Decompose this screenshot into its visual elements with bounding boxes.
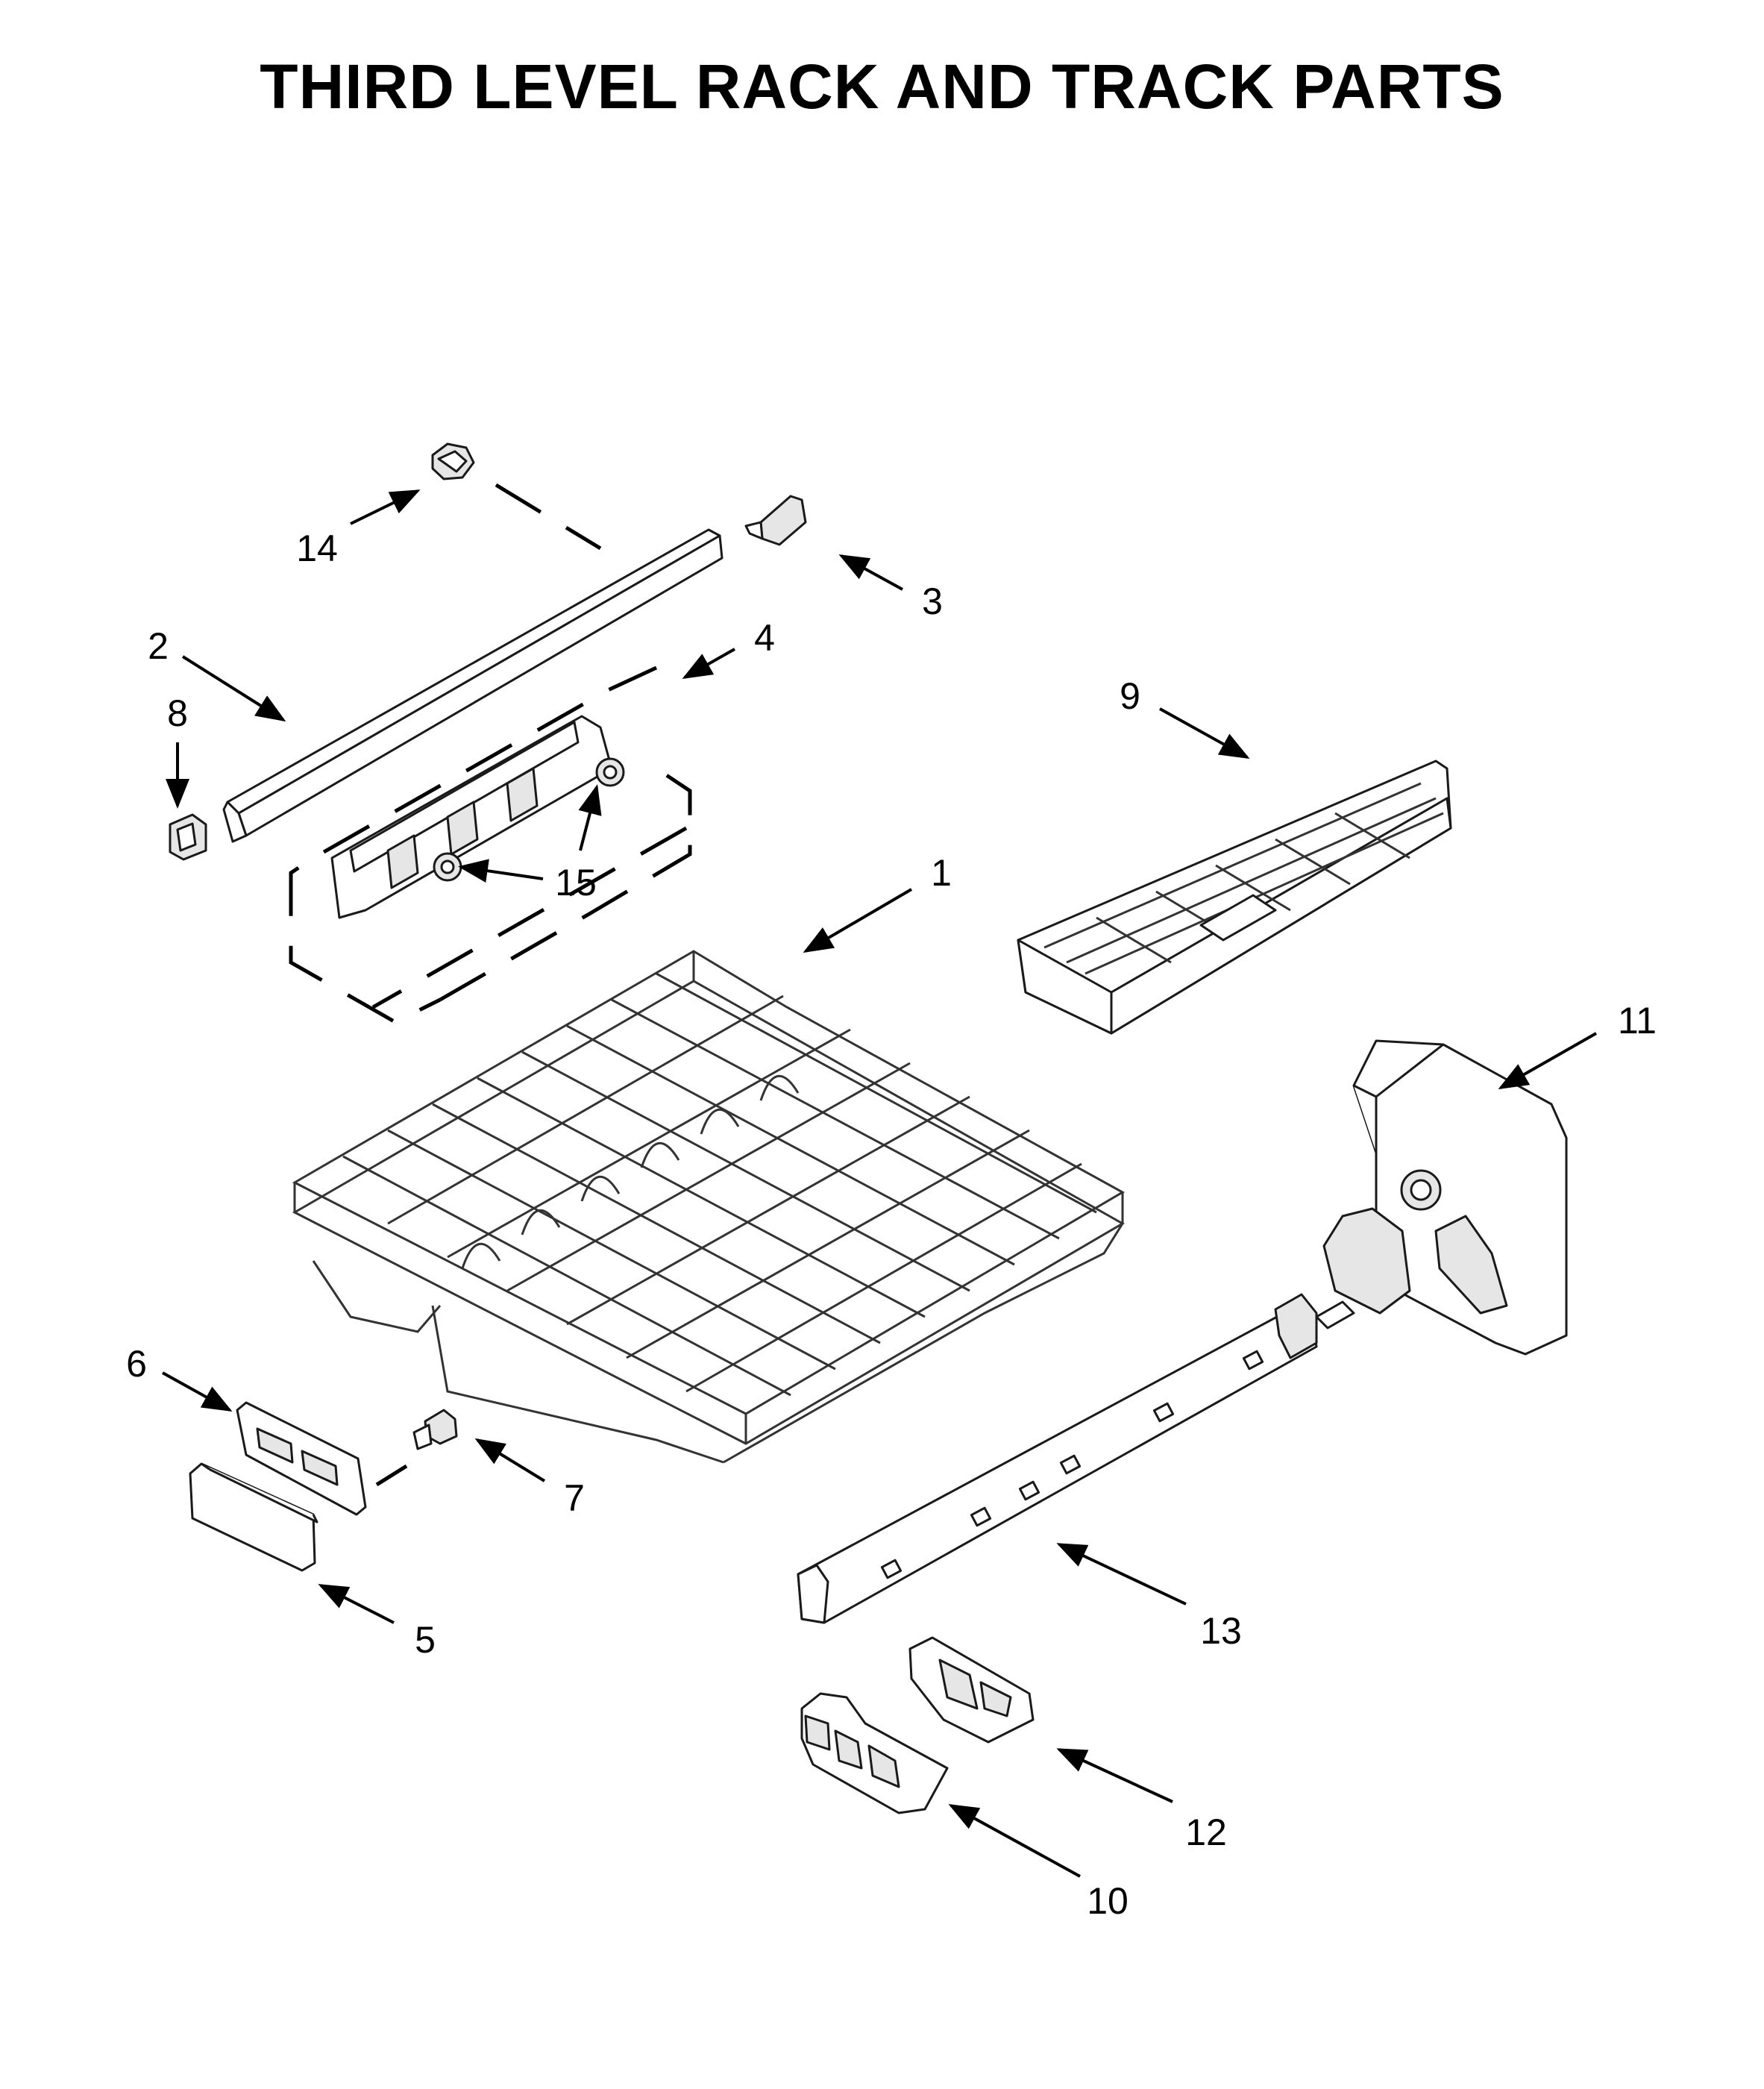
part-6-bracket: [236, 1401, 367, 1516]
arrow-5: [318, 1584, 395, 1624]
callout-14: 14: [296, 527, 338, 569]
arrow-12: [1056, 1748, 1173, 1803]
callout-13: 13: [1200, 1610, 1242, 1652]
callout-3: 3: [922, 580, 943, 622]
part-4-adjuster-bracket: [330, 715, 613, 919]
arrow-15b: [578, 784, 602, 851]
arrow-2: [181, 655, 286, 722]
arrow-1: [803, 888, 913, 953]
part-8-stop-clip: [169, 813, 207, 861]
callout-15: 15: [555, 862, 597, 903]
part-11-manifold-housing: [1315, 1039, 1568, 1356]
arrow-4: [682, 648, 735, 679]
part-12-bracket-clip: [908, 1636, 1035, 1744]
callout-2: 2: [148, 625, 169, 667]
assembly-dash-lines: [289, 483, 692, 1487]
part-10-end-bracket: [800, 1692, 949, 1814]
part-9-silverware-tray: [1017, 760, 1452, 1035]
arrow-11: [1498, 1032, 1597, 1089]
part-14-clip: [431, 442, 475, 480]
part-7-screw: [412, 1409, 458, 1450]
callout-9: 9: [1120, 675, 1140, 717]
part-13-spray-tube: [797, 1293, 1318, 1624]
arrow-7: [474, 1438, 546, 1482]
callout-11: 11: [1618, 1000, 1657, 1042]
callout-1: 1: [931, 852, 952, 894]
part-2-track-rail: [222, 528, 724, 843]
callout-7: 7: [564, 1477, 585, 1519]
arrow-3: [838, 554, 903, 591]
callout-5: 5: [415, 1619, 436, 1661]
arrow-9: [1159, 707, 1250, 759]
arrow-13: [1056, 1543, 1187, 1606]
callout-12: 12: [1185, 1811, 1227, 1853]
callout-6: 6: [126, 1343, 147, 1385]
part-15-wheel: [433, 757, 625, 882]
callout-arrows: [162, 489, 1597, 1878]
page-title: THIRD LEVEL RACK AND TRACK PARTS: [260, 51, 1504, 122]
callout-10: 10: [1087, 1880, 1129, 1922]
arrow-15a: [458, 859, 544, 883]
callout-4: 4: [754, 617, 775, 659]
part-3-end-cap: [744, 495, 807, 546]
callout-8: 8: [167, 692, 188, 734]
arrow-14: [350, 489, 421, 525]
part-5-cover: [189, 1462, 318, 1572]
part-1-wire-rack: [292, 950, 1126, 1464]
arrow-10: [948, 1804, 1081, 1878]
arrow-6: [162, 1371, 233, 1412]
callout-labels: 1 2 3 4 5 6 7 8 9 10 11 12 13 14 15: [126, 527, 1657, 1922]
